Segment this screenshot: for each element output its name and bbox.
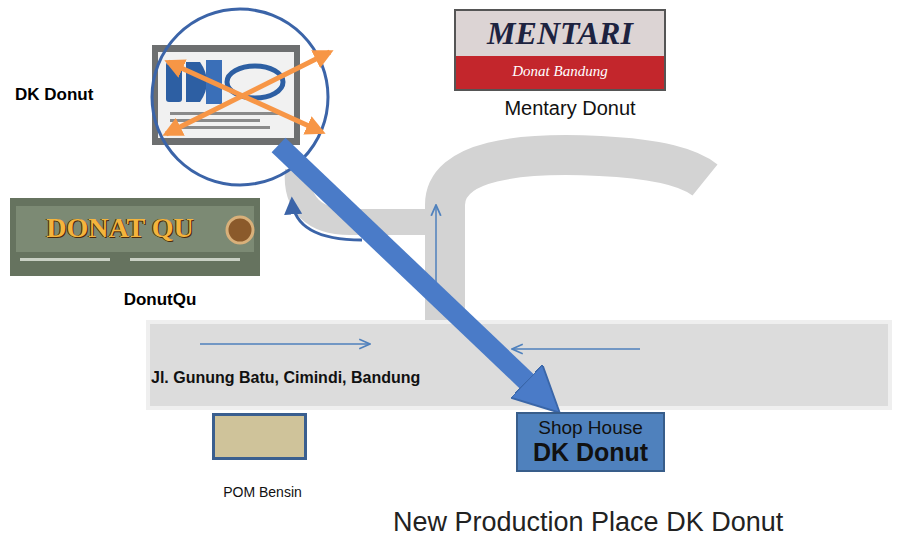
sign-text: DONAT QU (10, 212, 230, 244)
traffic-arrow (435, 205, 437, 292)
node-label: Mentary Donut (455, 96, 685, 120)
caption: New Production Place DK Donut (393, 507, 783, 538)
node-subtitle: DK Donut (528, 439, 653, 465)
cross-arrow (166, 52, 330, 134)
road-band: Jl. Gunung Batu, Cimindi, Bandung (148, 322, 890, 408)
sign-panel (455, 10, 665, 90)
node-label: Shop House (528, 417, 653, 439)
shop-house-box: Shop HouseDK Donut (516, 412, 665, 472)
relocation-arrow (279, 145, 528, 382)
sign-text: Donat Bandung (455, 63, 665, 80)
sign-detail (170, 112, 280, 115)
sign-detail (130, 258, 240, 261)
node-label: DK Donut (15, 85, 137, 105)
sign-text: MENTARI (455, 15, 665, 52)
sign-detail (20, 258, 110, 261)
gas-station-box: POM Bensin (212, 413, 307, 460)
node-label: Jl. Gunung Batu, Cimindi, Bandung (151, 368, 890, 387)
sign-band (456, 56, 664, 89)
traffic-arrow (200, 343, 370, 345)
node-label: POM Bensin (185, 484, 340, 501)
side-road (445, 155, 705, 325)
sign-logo (186, 62, 207, 102)
node-label: DonutQu (35, 290, 285, 310)
sign-panel (10, 198, 260, 276)
traffic-arrow (512, 348, 640, 350)
donut-icon (227, 217, 253, 243)
sign-detail (170, 119, 260, 122)
store-sign: DK Donut (152, 45, 300, 145)
